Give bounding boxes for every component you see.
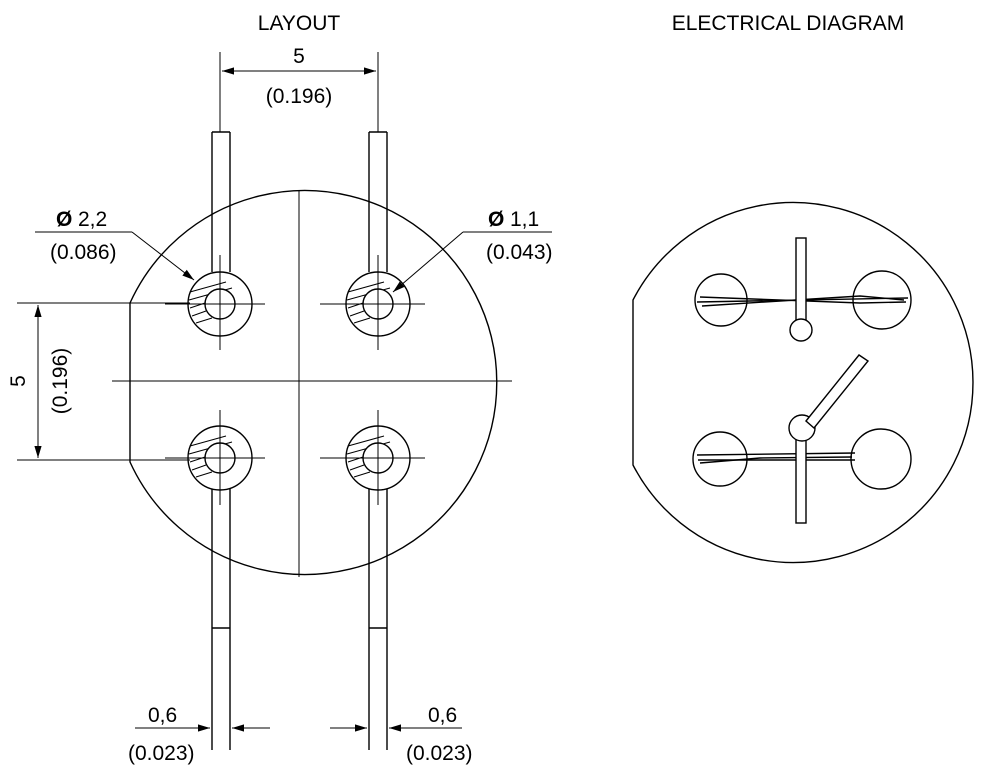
- dim-pitch-h-mm: 5: [293, 45, 305, 68]
- dim-pitch-v-in: (0.196): [49, 348, 72, 415]
- lead-bottom-right: [368, 488, 388, 750]
- pad-top-left: [165, 255, 265, 350]
- dim-lead-width-right-mm: 0,6: [428, 704, 457, 727]
- layout-title: LAYOUT: [258, 12, 341, 35]
- layout-body-outline: [129, 189, 498, 576]
- dim-hole-diameter-mm: 1,1: [510, 208, 539, 231]
- dim-pitch-v-mm: 5: [7, 375, 30, 387]
- layout-view: 5 (0.196) 5 (0.196) Ø 2,2 (0.086) Ø 1,1 …: [7, 45, 553, 765]
- dim-pad-diameter: Ø 2,2 (0.086): [35, 208, 195, 281]
- dim-lead-width-left-in: (0.023): [128, 742, 195, 765]
- bottom-contact: [696, 354, 870, 524]
- dim-pitch-horizontal: 5 (0.196): [219, 45, 379, 132]
- dim-pad-diameter-mm: 2,2: [78, 208, 107, 231]
- diameter-symbol-hole: Ø: [488, 208, 504, 231]
- top-contact: [696, 237, 909, 342]
- electrical-body-outline: [632, 201, 974, 564]
- terminal-bottom-left: [692, 431, 748, 487]
- dim-lead-width-left-mm: 0,6: [148, 704, 177, 727]
- dim-pad-diameter-in: (0.086): [50, 241, 117, 264]
- electrical-view: [632, 201, 974, 564]
- diameter-symbol-pad: Ø: [56, 208, 72, 231]
- lead-top-left: [211, 131, 231, 272]
- dim-lead-width-right-in: (0.023): [406, 742, 473, 765]
- switch-arm: [805, 354, 870, 430]
- dim-pitch-h-in: (0.196): [266, 85, 333, 108]
- terminal-top-right: [852, 270, 912, 330]
- terminal-top-left: [694, 273, 748, 327]
- dim-lead-width-right: 0,6 (0.023): [330, 704, 473, 765]
- dim-lead-width-left: 0,6 (0.023): [128, 704, 270, 765]
- dim-hole-diameter: Ø 1,1 (0.043): [392, 208, 553, 293]
- lead-bottom-left: [211, 488, 231, 750]
- terminal-bottom-right: [850, 428, 912, 490]
- pad-bottom-left: [165, 410, 265, 505]
- pad-bottom-right: [320, 410, 425, 505]
- dim-pitch-vertical: 5 (0.196): [7, 302, 190, 461]
- dim-hole-diameter-in: (0.043): [486, 241, 553, 264]
- electrical-diagram-title: ELECTRICAL DIAGRAM: [672, 12, 905, 35]
- pad-top-right: [320, 255, 425, 350]
